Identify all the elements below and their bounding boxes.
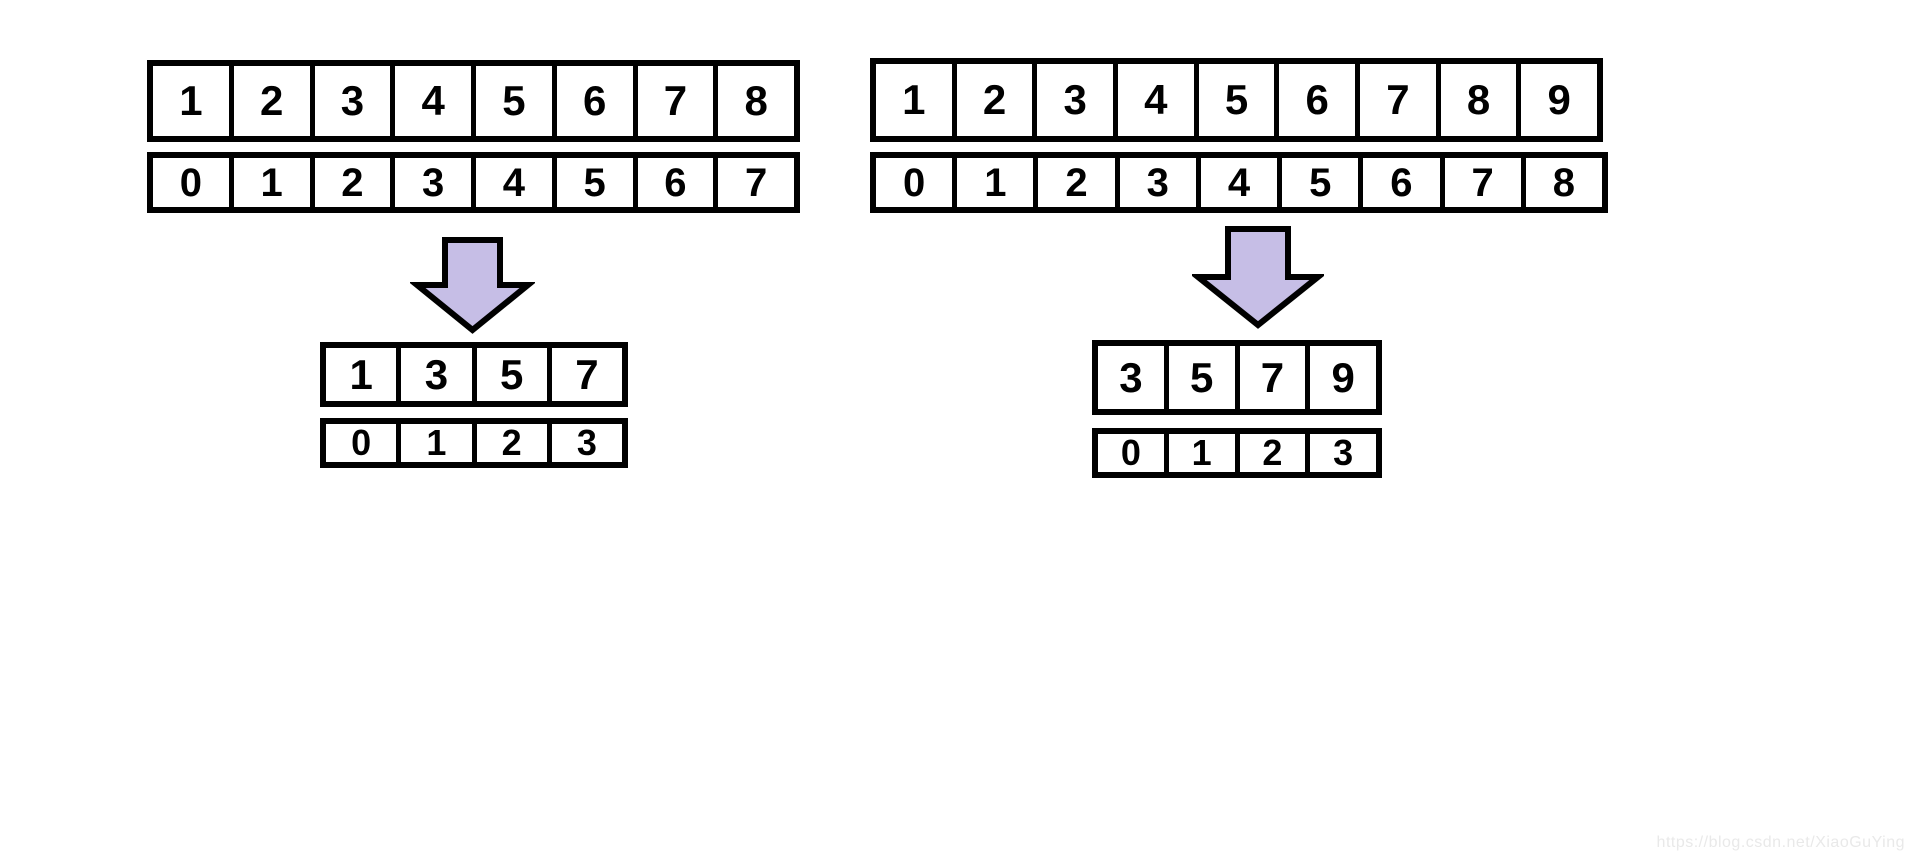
array-cell: 3	[1114, 158, 1196, 207]
array-cell: 6	[632, 158, 714, 207]
array-cell: 1	[1163, 434, 1235, 472]
array-cell: 4	[1113, 64, 1194, 136]
array-cell: 6	[1274, 64, 1355, 136]
array-cell: 0	[351, 422, 372, 463]
array-cell: 5	[471, 348, 547, 401]
array-cell: 8	[1520, 158, 1602, 207]
array-cell: 3	[1305, 434, 1376, 472]
array-cell: 2	[228, 66, 310, 136]
array-cell: 7	[632, 66, 714, 136]
array-cell: 3	[309, 66, 391, 136]
array-cell: 6	[551, 66, 633, 136]
array-cell: 5	[1163, 346, 1235, 409]
array-cell: 9	[1305, 346, 1376, 409]
array-cell: 1	[349, 350, 373, 398]
array-cell: 7	[1355, 64, 1436, 136]
array-cell: 1	[902, 76, 926, 123]
array-cell: 1	[952, 158, 1033, 207]
array-cell: 7	[713, 158, 794, 207]
array-cell: 9	[1516, 64, 1597, 136]
array-cell: 7	[1439, 158, 1521, 207]
array-cell: 3	[396, 348, 471, 401]
array-cell: 0	[902, 160, 926, 205]
left-down-arrow-icon	[408, 235, 537, 340]
array-cell: 0	[179, 160, 202, 205]
array-cell: 0	[1120, 432, 1141, 473]
array-cell: 6	[1358, 158, 1439, 207]
array-cell: 5	[551, 158, 633, 207]
array-cell: 8	[1435, 64, 1517, 136]
array-cell: 5	[1193, 64, 1275, 136]
array-cell: 2	[1033, 158, 1114, 207]
right-down-arrow-icon	[1189, 222, 1327, 335]
watermark-url: https://blog.csdn.net/XiaoGuYing	[1656, 834, 1905, 851]
array-cell: 5	[471, 66, 552, 136]
array-cell: 4	[471, 158, 552, 207]
array-cell: 4	[1195, 158, 1277, 207]
array-cell: 3	[390, 158, 471, 207]
array-cell: 2	[1234, 434, 1306, 472]
array-cell: 3	[1032, 64, 1113, 136]
array-cell: 7	[1234, 346, 1306, 409]
array-cell: 8	[713, 66, 794, 136]
array-cell: 4	[390, 66, 471, 136]
array-cell: 3	[546, 424, 622, 462]
array-cell: 1	[228, 158, 310, 207]
array-cell: 7	[546, 348, 622, 401]
array-cell: 1	[179, 77, 203, 124]
array-cell: 1	[396, 424, 471, 462]
array-cell: 2	[951, 64, 1033, 136]
array-cell: 5	[1277, 158, 1358, 207]
array-cell: 2	[471, 424, 547, 462]
array-cell: 3	[1119, 353, 1143, 401]
array-cell: 2	[309, 158, 391, 207]
